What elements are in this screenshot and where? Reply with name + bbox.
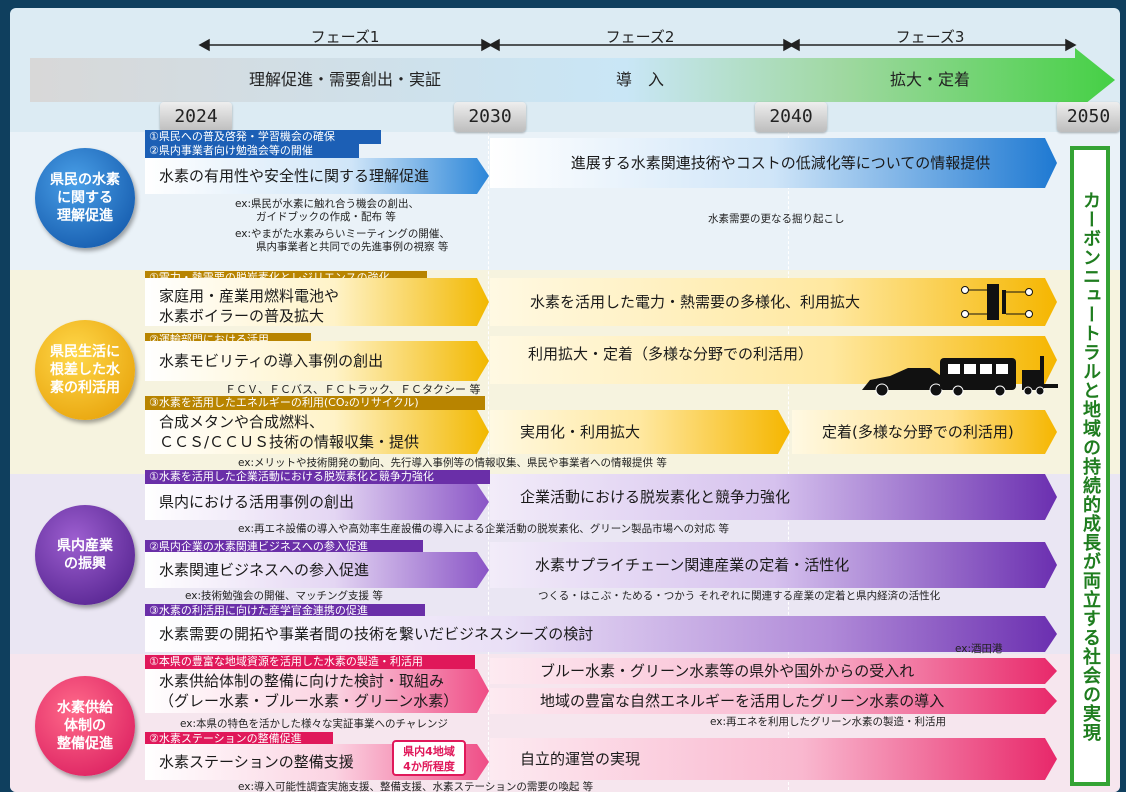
phase2-sub: 導 入 (615, 70, 664, 89)
cat2-line3: 素の利活用 (50, 380, 120, 396)
roadmap-frame: フェーズ1 フェーズ2 フェーズ3 理解促進・需要創出・実証 導 入 拡大・定着… (10, 8, 1120, 792)
s4-exTop: ex:酒田港 (955, 643, 1003, 655)
category-supply: 水素供給体制の整備促進 (35, 676, 135, 776)
s3-tag2: ②県内企業の水素関連ビジネスへの参入促進 (145, 540, 423, 554)
cat2-line2: 根差した水 (50, 362, 120, 378)
badge-line1: 県内4地域 (403, 745, 455, 758)
s2-next3b-arrow: 定着(多様な分野での利活用) (792, 410, 1057, 454)
s1-ex1: ex:県民が水素に触れ合う機会の創出、 (235, 198, 420, 210)
cat4-line3: 整備促進 (57, 736, 113, 752)
s3-main2-arrow: 水素関連ビジネスへの参入促進 (145, 552, 489, 588)
year-line-2040 (788, 126, 789, 792)
cat1-line3: 理解促進 (57, 208, 113, 224)
s4-tag2: ②水素ステーションの整備促進 (145, 732, 333, 746)
s4-main1a: 水素供給体制の整備に向けた検討・取組み (159, 672, 445, 690)
s3-main1-arrow: 県内における活用事例の創出 (145, 484, 489, 520)
category-utilization: 県民生活に根差した水素の利活用 (35, 320, 135, 420)
s1-tag1: ①県民への普及啓発・学習機会の確保 (145, 130, 381, 144)
s2-main1b: 水素ボイラーの普及拡大 (159, 307, 325, 325)
category-industry: 県内産業の振興 (35, 505, 135, 605)
s3-ex2a: ex:技術勉強会の開催、マッチング支援 等 (185, 590, 383, 602)
s3-ex1: ex:再エネ設備の導入や高効率生産設備の導入による企業活動の脱炭素化、グリーン製… (238, 523, 730, 535)
s4-next1a-arrow: ブルー水素・グリーン水素等の県外や国外からの受入れ (490, 658, 1057, 684)
s4-main1b: （グレー水素・ブルー水素・グリーン水素） (159, 692, 459, 710)
s3-tag3: ③水素の利活用に向けた産学官金連携の促進 (145, 604, 425, 618)
year-2024: 2024 (160, 102, 232, 132)
s2-main1a: 家庭用・産業用燃料電池や (159, 287, 340, 305)
cat1-line1: 県民の水素 (50, 172, 120, 188)
badge-line2: 4か所程度 (403, 760, 455, 773)
s4-main1-arrow: 水素供給体制の整備に向けた検討・取組み （グレー水素・ブルー水素・グリーン水素） (145, 669, 489, 713)
category-understanding: 県民の水素に関する理解促進 (35, 148, 135, 248)
s1-main-arrow: 水素の有用性や安全性に関する理解促進 (145, 158, 489, 194)
s2-tag3: ③水素を活用したエネルギーの利用(CO₂のリサイクル) (145, 396, 485, 410)
cat2-line1: 県民生活に (50, 344, 120, 360)
phase1-label: フェーズ1 (310, 28, 380, 46)
cat4-line1: 水素供給 (57, 700, 113, 716)
s1-tag2: ②県内事業者向け勉強会等の開催 (145, 144, 359, 158)
s4-ex2: ex:導入可能性調査実施支援、整備支援、水素ステーションの需要の喚起 等 (238, 781, 594, 792)
s1-next-arrow: 進展する水素関連技術やコストの低減化等についての情報提供 (490, 138, 1057, 188)
s1-ex5: 水素需要の更なる掘り起こし (708, 213, 845, 225)
fuel-cell-icon (961, 284, 1033, 320)
phase1-sub: 理解促進・需要創出・実証 (248, 70, 441, 89)
vehicles-icon (862, 356, 1058, 397)
phase3-sub: 拡大・定着 (889, 70, 970, 89)
s2-next1-arrow: 水素を活用した電力・熱需要の多様化、利用拡大 (490, 278, 1057, 326)
s4-next1b-arrow: 地域の豊富な自然エネルギーを活用したグリーン水素の導入 (490, 688, 1057, 714)
s4-ex1a: ex:本県の特色を活かした様々な実証事業へのチャレンジ (180, 718, 448, 730)
cat4-line2: 体制の (64, 718, 106, 734)
s2-next3-arrow: 実用化・利用拡大 (490, 410, 790, 454)
phase3-label: フェーズ3 (895, 28, 965, 46)
s3-main3-arrow: 水素需要の開拓や事業者間の技術を繋いだビジネスシーズの検討 (145, 616, 1057, 652)
s4-next2-arrow: 自立的運営の実現 (490, 738, 1057, 780)
s2-main2-arrow: 水素モビリティの導入事例の創出 (145, 341, 489, 381)
s1-ex2: ガイドブックの作成・配布 等 (235, 211, 396, 223)
timeline-arrow (30, 48, 1115, 112)
cat1-line2: に関する (57, 190, 113, 206)
s1-ex4: 県内事業者と共同での先進事例の視察 等 (235, 241, 449, 253)
s2-ex3: ex:メリットや技術開発の動向、先行導入事例等の情報収集、県民や事業者への情報提… (238, 457, 667, 469)
s1-ex3: ex:やまがた水素みらいミーティングの開催、 (235, 228, 450, 240)
year-2030: 2030 (454, 102, 526, 132)
cat3-line2: の振興 (64, 556, 106, 572)
s2-main3b: ＣＣＳ/ＣＣＵＳ技術の情報収集・提供 (159, 433, 420, 451)
s2-main3-arrow: 合成メタンや合成燃料、 ＣＣＳ/ＣＣＵＳ技術の情報収集・提供 (145, 410, 489, 454)
s3-next2-arrow: 水素サプライチェーン関連産業の定着・活性化 (490, 542, 1057, 588)
year-line-2030 (488, 126, 489, 792)
s4-ex1b: ex:再エネを利用したグリーン水素の製造・利活用 (710, 716, 947, 728)
s2-main1-arrow: 家庭用・産業用燃料電池や 水素ボイラーの普及拡大 (145, 278, 489, 326)
goal-box: カーボンニュートラルと地域の持続的成長が両立する社会の実現 (1070, 146, 1110, 786)
s2-main3a: 合成メタンや合成燃料、 (159, 413, 325, 431)
s3-tag1: ①水素を活用した企業活動における脱炭素化と競争力強化 (145, 470, 490, 484)
s4-tag1: ①本県の豊富な地域資源を活用した水素の製造・利活用 (145, 655, 475, 669)
station-count-badge: 県内4地域 4か所程度 (392, 740, 466, 776)
year-2040: 2040 (755, 102, 827, 132)
phase2-label: フェーズ2 (605, 28, 675, 46)
year-2050: 2050 (1057, 102, 1120, 132)
s3-ex2b: つくる・はこぶ・ためる・つかう それぞれに関連する産業の定着と県内経済の活性化 (538, 590, 941, 602)
cat3-line1: 県内産業 (57, 538, 113, 554)
s2-ex2: ＦＣＶ、ＦＣバス、ＦＣトラック、ＦＣタクシー 等 (225, 383, 481, 396)
s3-next1-arrow: 企業活動における脱炭素化と競争力強化 (490, 474, 1057, 520)
phase-header-graphic (30, 38, 1115, 112)
